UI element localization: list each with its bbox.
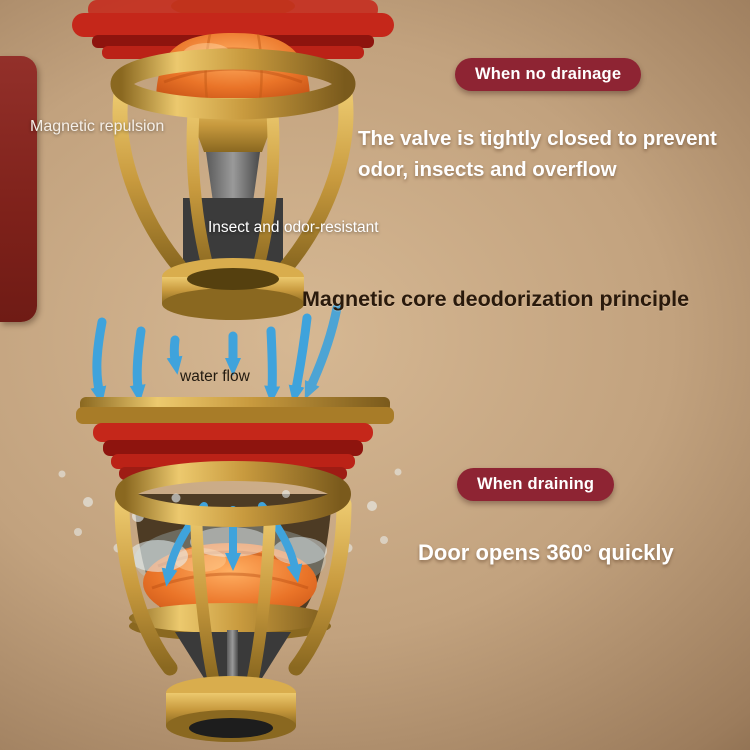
badge-no-drainage-label: When no drainage <box>475 65 622 83</box>
badge-when-draining: When draining <box>457 468 615 501</box>
water-flow-arrow <box>304 303 342 400</box>
water-flow-arrows <box>90 303 342 405</box>
water-flow-arrow <box>166 335 183 375</box>
description-closed-valve: The valve is tightly closed to prevent o… <box>358 127 717 181</box>
water-flow-arrow <box>288 313 312 404</box>
gold-cage-open <box>114 461 352 684</box>
badge-no-drainage: When no drainage <box>455 58 642 91</box>
splash-droplets-outside <box>58 468 402 544</box>
water-flow-arrow <box>90 317 107 405</box>
left-accent-shape <box>0 56 37 322</box>
gold-cage-closed <box>110 48 356 278</box>
drain-valve-open-illustration <box>58 397 402 742</box>
label-insect-odor-resistant: Insect and odor-resistant <box>208 219 379 236</box>
water-flow-arrow <box>129 326 146 403</box>
valve-base-open <box>166 676 296 742</box>
valve-base-closed <box>162 258 304 320</box>
label-water-flow: water flow <box>180 368 250 385</box>
water-flow-arrow <box>264 326 281 404</box>
label-magnetic-repulsion: Magnetic repulsion <box>30 118 165 135</box>
page-title: Magnetic core deodorization principle <box>302 287 690 311</box>
badge-when-draining-label: When draining <box>477 475 595 493</box>
description-open-valve: Door opens 360° quickly <box>418 540 674 565</box>
drain-valve-closed-illustration <box>72 0 394 320</box>
